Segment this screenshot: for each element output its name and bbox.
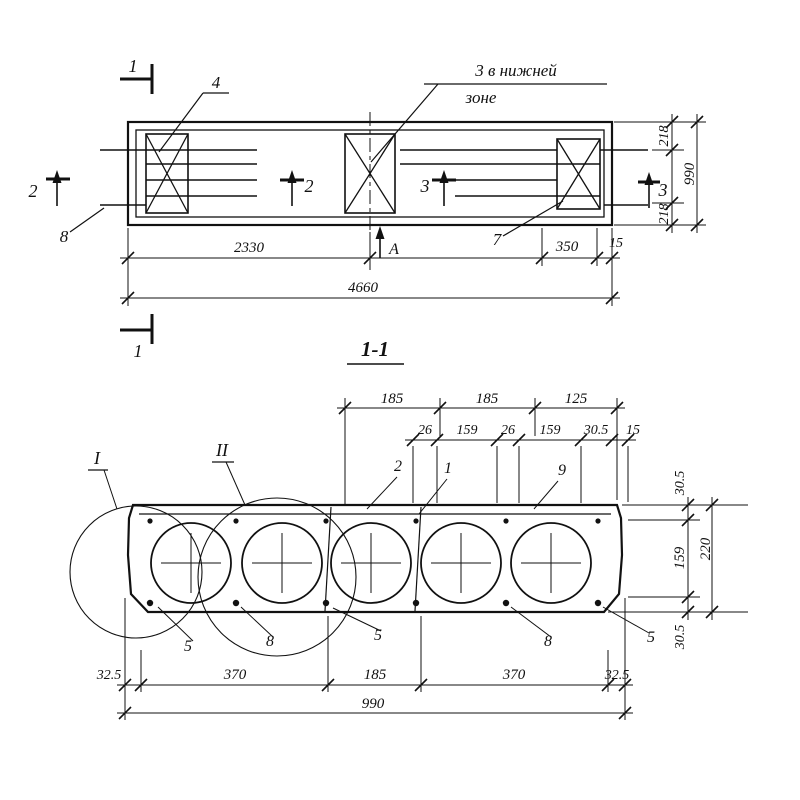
section-mark-1-top: 1: [129, 56, 138, 76]
plan-rebar-lines: [100, 149, 648, 206]
dim-218-top: 218: [657, 126, 672, 147]
dim-350: 350: [555, 239, 579, 255]
note-line1: 3 в нижней: [474, 61, 557, 80]
callout-5-b: 5: [374, 627, 382, 644]
dim-32-5-left: 32.5: [96, 668, 122, 683]
callout-4: 4: [212, 73, 221, 92]
callout-8: 8: [60, 227, 69, 246]
dim-4660: 4660: [348, 280, 379, 296]
section-title: 1-1: [361, 337, 389, 361]
section-mark-1-bottom: 1: [134, 341, 143, 361]
dim-15-section: 15: [626, 423, 640, 438]
dim-32-5-right: 32.5: [604, 668, 630, 683]
dim-370-a: 370: [223, 667, 247, 683]
dim-185-b: 185: [476, 391, 499, 407]
callout-5-c: 5: [647, 629, 655, 646]
plan-leader-lines: [69, 83, 607, 237]
dim-159-b: 159: [540, 423, 561, 438]
callout-8-b: 8: [544, 633, 552, 650]
section-dimension-lines: [117, 398, 748, 720]
dim-218-bottom: 218: [657, 204, 672, 225]
callout-7: 7: [493, 230, 503, 249]
plan-outline: [126, 112, 614, 270]
axis-label-a: А: [388, 241, 399, 258]
plan-view: 1 1 2 2 3 3 4 3 в нижней зоне 7 8 А 2330…: [29, 56, 706, 361]
dim-370-b: 370: [502, 667, 526, 683]
dim-26-a: 26: [418, 423, 432, 438]
section-mark-2-mid: 2: [305, 176, 314, 196]
plan-section-cut-marks: [46, 64, 660, 344]
section-mark-2-left: 2: [29, 181, 38, 201]
callout-9: 9: [558, 462, 566, 479]
callout-2: 2: [394, 458, 402, 475]
detail-label-i: I: [93, 448, 101, 468]
section-mark-3-right: 3: [658, 180, 668, 200]
dim-990-section: 990: [362, 696, 385, 712]
section-mark-3-mid: 3: [420, 176, 430, 196]
dim-30-5-top-chain: 30.5: [583, 423, 609, 438]
dim-2330: 2330: [234, 240, 265, 256]
dim-125: 125: [565, 391, 588, 407]
callout-5-a: 5: [184, 638, 192, 655]
callout-1: 1: [444, 460, 452, 477]
plan-anchor-plates: [145, 133, 601, 214]
note-line2: зоне: [465, 88, 497, 107]
detail-circles: [69, 461, 357, 657]
dim-15-plan: 15: [609, 236, 623, 251]
section-view: 1-1: [69, 337, 748, 720]
slab-outline: [126, 503, 624, 614]
plan-dimension-lines: [120, 114, 706, 306]
dim-220-right: 220: [698, 537, 714, 560]
dim-159-a: 159: [457, 423, 478, 438]
rebar-dots: [146, 518, 602, 607]
dim-26-b: 26: [501, 423, 515, 438]
callout-8-a: 8: [266, 633, 274, 650]
dim-30-5-right-bottom: 30.5: [673, 625, 688, 651]
dim-990-plan: 990: [682, 162, 698, 185]
detail-label-ii: II: [215, 440, 229, 460]
dim-159-right: 159: [672, 546, 688, 569]
dim-185-a: 185: [381, 391, 404, 407]
dim-30-5-right-top: 30.5: [673, 471, 688, 497]
dim-185-bottom: 185: [364, 667, 387, 683]
section-leader-lines: [157, 476, 650, 642]
hollow-cores: [150, 522, 592, 604]
